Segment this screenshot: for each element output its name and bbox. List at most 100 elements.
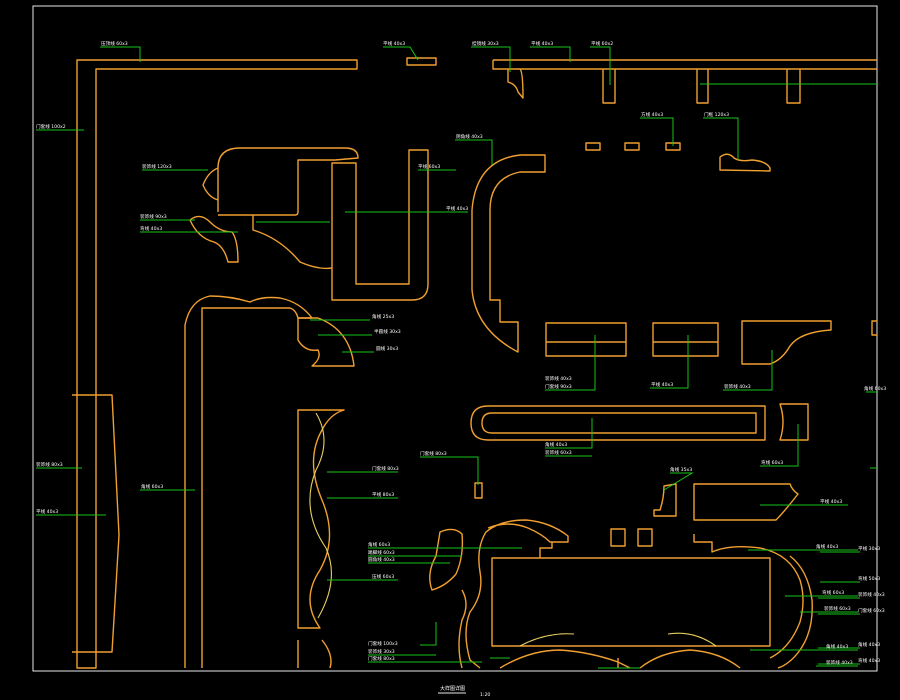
label-l19: 门套线 90x3: [545, 383, 572, 390]
leader-l02: [383, 46, 419, 61]
profile-tiny-block-2: [624, 142, 640, 151]
leader-l05: [590, 46, 611, 85]
leader-l19: [545, 335, 596, 391]
profile-cove-large: [693, 483, 799, 521]
profile-long-slot: [470, 405, 766, 441]
profile-ornament-s-curve: [465, 519, 569, 669]
profile-ornament-tab: [539, 542, 553, 558]
label-l31: 弯线 60x3: [761, 459, 783, 466]
label-l23: 平线 40x3: [36, 508, 58, 515]
leader-lines: [36, 46, 877, 669]
leader-l32: [663, 472, 694, 491]
profile-rect-pair-1: [545, 322, 627, 357]
label-l50: 弯线 40x3: [858, 657, 880, 664]
label-l45: 平线 30x3: [858, 545, 880, 552]
label-l46: 弯线 50x3: [858, 575, 880, 582]
profile-rail-post-1: [602, 69, 616, 104]
label-l21: 装饰线 40x3: [724, 383, 751, 390]
drawing-scale: 1:20: [480, 692, 490, 698]
profile-ornament-left-blob: [429, 528, 464, 591]
label-l42: 门套线 80x3: [368, 655, 395, 662]
profile-tiny-square-2: [637, 528, 653, 547]
label-l41: 装饰线 30x3: [368, 648, 395, 655]
profile-rail-hook-1: [507, 68, 524, 99]
profile-tiny-block-1: [585, 142, 601, 151]
profile-small-quarter: [297, 317, 355, 367]
label-l40: 门套线 100x3: [368, 640, 398, 647]
leader-l21: [723, 350, 773, 391]
profile-c-arch: [471, 154, 546, 353]
profile-wavy-inner: [309, 412, 332, 619]
profile-ornament-right-ogee: [777, 555, 813, 669]
label-l39: 装饰线 60x3: [824, 605, 851, 612]
label-l10: 平线 60x3: [418, 163, 440, 170]
label-l44: 装饰线 40x3: [826, 659, 853, 666]
profile-rect-pair-2: [652, 322, 719, 357]
leader-l28: [545, 418, 593, 449]
leader-l12: [640, 117, 674, 146]
leader-l30: [420, 456, 479, 485]
label-l25: 门套线 80x3: [372, 465, 399, 472]
profile-edge-piece-right: [871, 320, 877, 336]
leader-l03: [471, 46, 511, 72]
leader-l01: [100, 46, 141, 62]
profile-tiny-square-1: [610, 528, 626, 547]
leader-l13: [703, 117, 739, 160]
label-l48: 门套线 60x3: [858, 607, 885, 614]
label-l07: 装饰线 120x3: [142, 163, 172, 170]
leader-l11: [455, 139, 493, 165]
label-l16: 圆线 30x3: [376, 345, 398, 352]
profile-j-hook: [202, 147, 359, 216]
label-l17: 平线 40x3: [446, 205, 468, 212]
label-l08: 装饰线 90x3: [140, 213, 167, 220]
label-l26: 平线 80x3: [372, 491, 394, 498]
label-l24: 角线 60x3: [141, 483, 163, 490]
profile-side-strip: [72, 394, 120, 653]
moulding-profiles: [72, 57, 877, 669]
leader-l04: [530, 46, 571, 62]
label-l05: 平线 60x2: [591, 40, 613, 47]
profile-ogee-small: [189, 215, 239, 263]
label-l18: 装饰线 40x3: [545, 375, 572, 382]
label-l29: 装饰线 60x3: [545, 449, 572, 456]
label-l12: 方线 40x3: [641, 111, 663, 118]
profile-small-block-top: [406, 57, 437, 66]
profile-rail-post-3: [786, 69, 801, 104]
profile-ornament-left-lower: [458, 589, 467, 669]
profile-base-arc: [297, 639, 332, 669]
label-l36: 圆角线 40x3: [368, 556, 395, 563]
profile-wavy-moulding: [297, 409, 345, 629]
label-l04: 平线 40x3: [531, 40, 553, 47]
label-l37: 角线 40x3: [816, 543, 838, 550]
profile-rail-post-2: [696, 69, 709, 104]
profile-crown-piece: [252, 215, 333, 270]
profile-flat-cove: [741, 320, 832, 365]
label-l03: 挂镜线 30x3: [472, 40, 499, 47]
label-l11: 阴角线 40x3: [456, 133, 483, 140]
leader-l31: [760, 424, 799, 467]
profile-bullnose-piece: [779, 403, 809, 441]
drawing-frame: [32, 5, 878, 672]
label-l20: 平线 40x3: [651, 381, 673, 388]
label-l01: 压顶线 60x3: [101, 40, 128, 47]
leader-l40: [420, 622, 437, 646]
label-l38: 弯线 60x3: [822, 589, 844, 596]
profile-door-frame-left: [76, 59, 358, 669]
label-l15: 半圆线 30x3: [374, 328, 401, 335]
label-l47: 装饰线 40x3: [858, 591, 885, 598]
label-l43: 角线 40x3: [826, 643, 848, 650]
callout-labels: 压顶线 60x3 平线 40x3 挂镜线 30x3 平线 40x3 平线 60x…: [36, 40, 886, 666]
label-l22: 装饰线 80x3: [36, 461, 63, 468]
label-l14: 角线 25x3: [372, 313, 394, 320]
label-l02: 平线 40x3: [383, 40, 405, 47]
profile-mini-dash: [474, 482, 483, 499]
label-l09: 弯线 40x3: [140, 225, 162, 232]
profile-top-rail-right: [492, 59, 877, 70]
label-l13: 门框 120x3: [704, 111, 729, 118]
label-l27: 压线 60x3: [372, 573, 394, 580]
profile-u-channel: [331, 149, 429, 301]
label-l35: 踢脚线 60x3: [368, 549, 395, 556]
label-l34: 角线 60x3: [368, 541, 390, 548]
label-l30: 门套线 80x3: [420, 450, 447, 457]
